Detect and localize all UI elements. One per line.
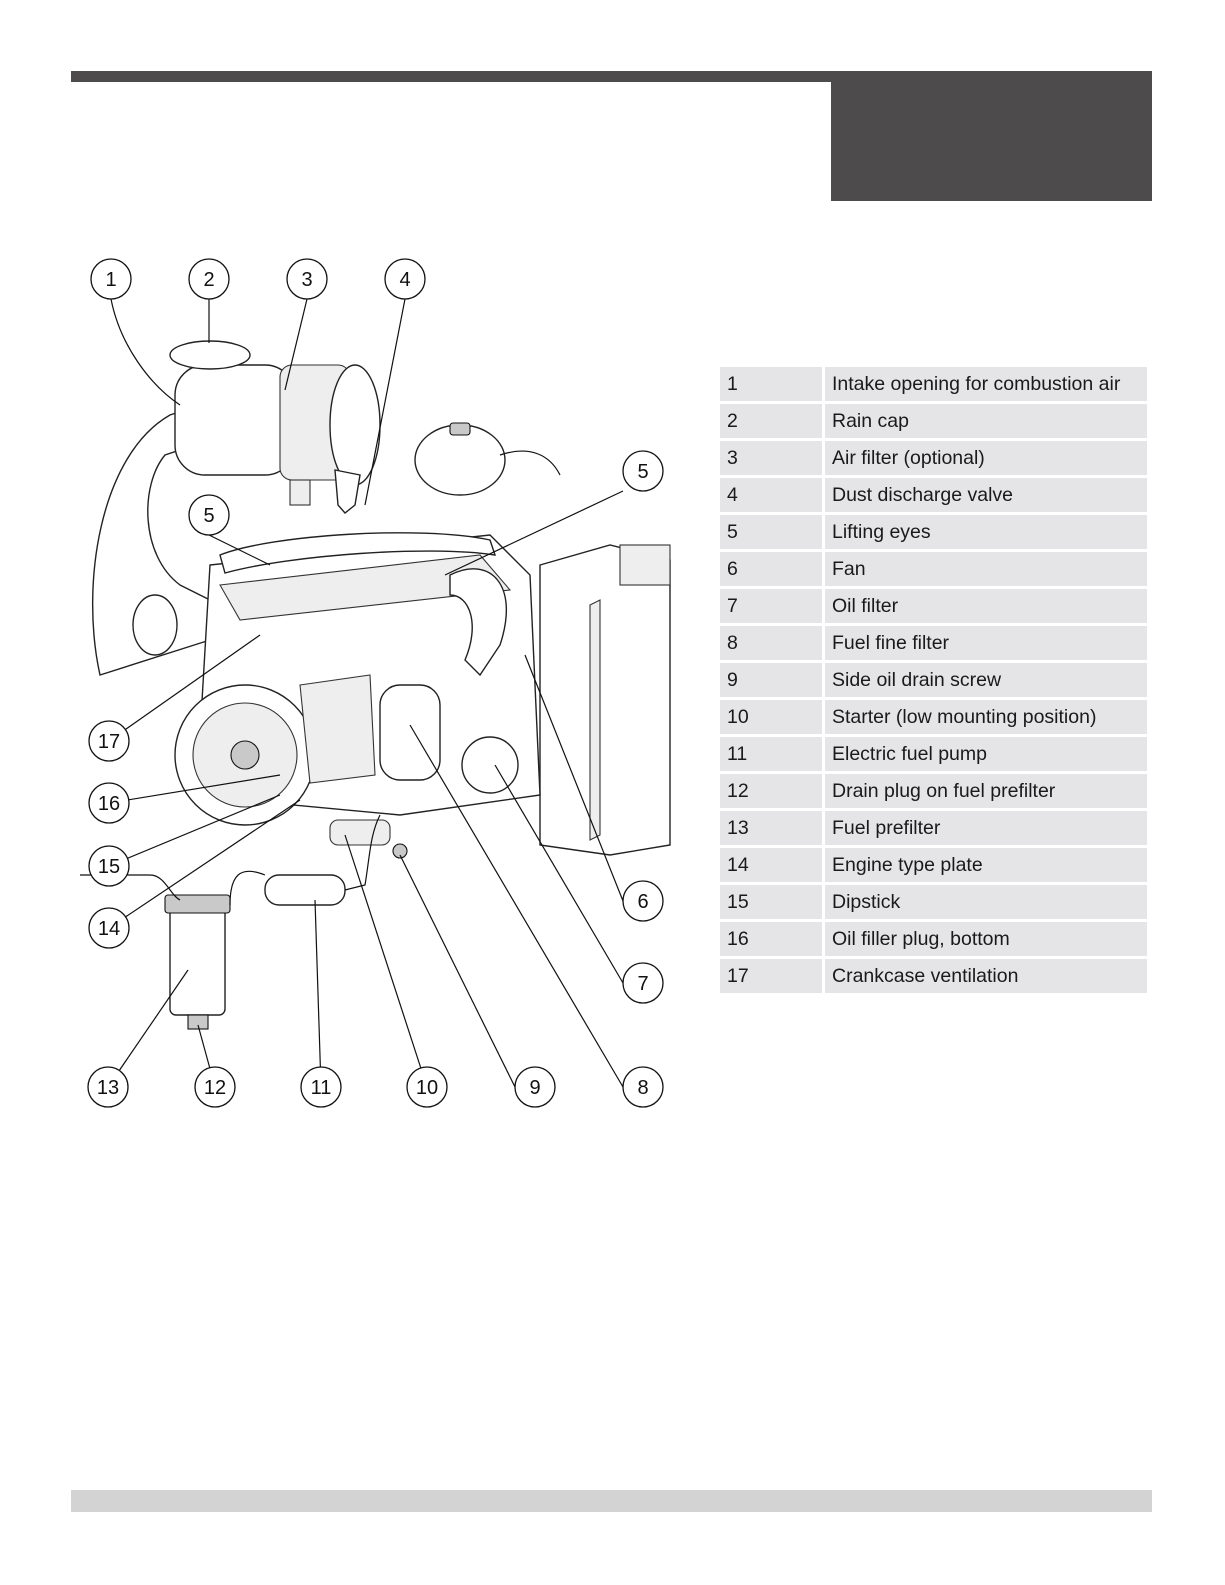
- callout-2: 2: [188, 258, 230, 300]
- fuel-system-drawing: [80, 814, 408, 1030]
- header-rule: [71, 71, 1152, 82]
- part-name: Air filter (optional): [825, 441, 1147, 475]
- part-number: 16: [720, 922, 825, 956]
- callout-3-label: 3: [301, 269, 312, 291]
- callout-8: 8: [622, 1066, 664, 1108]
- callout-4-label: 4: [399, 269, 410, 291]
- part-number: 11: [720, 737, 825, 771]
- part-number: 2: [720, 404, 825, 438]
- callout-11-label: 11: [311, 1077, 332, 1099]
- part-name: Fuel fine filter: [825, 626, 1147, 660]
- callout-10-label: 10: [416, 1077, 438, 1099]
- part-number: 3: [720, 441, 825, 475]
- callout-16: 16: [88, 782, 130, 824]
- callout-12-label: 12: [204, 1077, 226, 1099]
- part-name: Electric fuel pump: [825, 737, 1147, 771]
- part-number: 15: [720, 885, 825, 919]
- callout-9: 9: [514, 1066, 556, 1108]
- callout-7: 7: [622, 962, 664, 1004]
- callout-13: 13: [87, 1066, 129, 1108]
- callout-4: 4: [384, 258, 426, 300]
- callout-15-label: 15: [98, 856, 120, 878]
- callout-14-label: 14: [98, 918, 120, 940]
- engine-block-drawing: [132, 532, 541, 846]
- part-name: Lifting eyes: [825, 515, 1147, 549]
- part-number: 13: [720, 811, 825, 845]
- callout-6-label: 6: [637, 891, 648, 913]
- callout-17-label: 17: [98, 731, 120, 753]
- header-corner-tab: [831, 82, 1152, 201]
- callout-5-right-label: 5: [637, 461, 648, 483]
- callout-15: 15: [88, 845, 130, 887]
- part-number: 17: [720, 959, 825, 993]
- callout-10: 10: [406, 1066, 448, 1108]
- callout-6: 6: [622, 880, 664, 922]
- callout-8-label: 8: [637, 1077, 648, 1099]
- callout-5-left-label: 5: [203, 505, 214, 527]
- callout-13-label: 13: [97, 1077, 119, 1099]
- footer-bar: [71, 1490, 1152, 1512]
- part-number: 14: [720, 848, 825, 882]
- part-number: 6: [720, 552, 825, 586]
- part-number: 9: [720, 663, 825, 697]
- part-number: 4: [720, 478, 825, 512]
- part-name: Drain plug on fuel prefilter: [825, 774, 1147, 808]
- part-name: Starter (low mounting position): [825, 700, 1147, 734]
- part-name: Rain cap: [825, 404, 1147, 438]
- callout-5-right: 5: [622, 450, 664, 492]
- part-number: 1: [720, 367, 825, 401]
- callout-16-label: 16: [98, 793, 120, 815]
- callout-7-label: 7: [637, 973, 648, 995]
- callout-1: 1: [90, 258, 132, 300]
- radiator-drawing: [539, 544, 671, 856]
- part-name: Side oil drain screw: [825, 663, 1147, 697]
- callout-11: 11: [300, 1066, 342, 1108]
- callout-1-label: 1: [105, 269, 116, 291]
- part-name: Intake opening for combustion air: [825, 367, 1147, 401]
- part-number: 10: [720, 700, 825, 734]
- part-number: 8: [720, 626, 825, 660]
- part-number: 7: [720, 589, 825, 623]
- engine-illustration: 1 2 3 4 5 5 6 7 8 9 10 11 12 13 14 15 16…: [80, 258, 671, 1108]
- callout-12: 12: [194, 1066, 236, 1108]
- callout-3: 3: [286, 258, 328, 300]
- part-name: Engine type plate: [825, 848, 1147, 882]
- part-name: Oil filler plug, bottom: [825, 922, 1147, 956]
- callout-2-label: 2: [203, 269, 214, 291]
- callout-17: 17: [88, 720, 130, 762]
- part-name: Crankcase ventilation: [825, 959, 1147, 993]
- callout-9-label: 9: [529, 1077, 540, 1099]
- air-filter-drawing: [92, 340, 381, 676]
- part-number: 12: [720, 774, 825, 808]
- engine-diagram: 1 2 3 4 5 5 6 7 8 9 10 11 12 13 14 15 16…: [70, 255, 690, 1125]
- part-name: Dipstick: [825, 885, 1147, 919]
- part-name: Fan: [825, 552, 1147, 586]
- part-name: Fuel prefilter: [825, 811, 1147, 845]
- part-name: Dust discharge valve: [825, 478, 1147, 512]
- part-number: 5: [720, 515, 825, 549]
- part-name: Oil filter: [825, 589, 1147, 623]
- callout-14: 14: [88, 907, 130, 949]
- callout-5-left: 5: [188, 494, 230, 536]
- coolant-tank-drawing: [414, 422, 561, 496]
